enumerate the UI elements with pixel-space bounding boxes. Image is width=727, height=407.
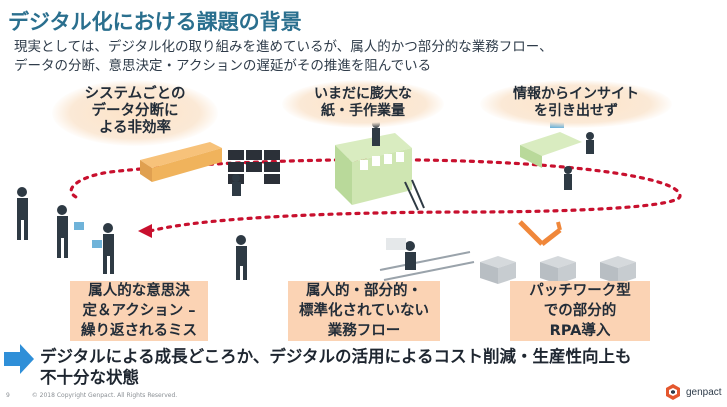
box-individual-decisions-line-2: 定＆アクション – xyxy=(82,303,196,319)
subtitle-line-2: データの分断、意思決定・アクションの遅延がその推進を阻んでいる xyxy=(14,58,432,74)
box-patchwork-rpa: パッチワーク型 での部分的 RPA導入 xyxy=(510,281,650,341)
box-patchwork-rpa-line-2: での部分的 xyxy=(543,303,617,319)
copyright-text: © 2018 Copyright Genpact. All Rights Res… xyxy=(31,392,178,399)
people-left-illustration xyxy=(17,187,247,280)
conclusion-line-2: 不十分な状態 xyxy=(40,368,139,387)
page-number: 9 xyxy=(6,392,10,399)
footer: 9 © 2018 Copyright Genpact. All Rights R… xyxy=(6,392,177,399)
box-partial-workflow-line-2: 標準化されていない xyxy=(298,303,430,319)
rail-worker-illustration xyxy=(379,238,475,281)
box-individual-decisions-line-3: 繰り返されるミス xyxy=(81,323,197,339)
bubble-paper-work: いまだに膨大な 紙・手作業量 xyxy=(282,80,444,128)
subtitle-line-1: 現実としては、デジタル化の取り組みを進めているが、属人的かつ部分的な業務フロー、 xyxy=(14,39,553,55)
slide-title: デジタル化における課題の背景 xyxy=(8,10,302,34)
insight-desk-illustration xyxy=(520,118,594,190)
genpact-logo-icon xyxy=(666,384,680,400)
bubble-insight: 情報からインサイト を引き出せず xyxy=(480,80,672,128)
bubble-data-silos: システムごとの データ分断に よる非効率 xyxy=(52,80,218,146)
bubble-data-silos-line-1: システムごとの xyxy=(84,86,186,102)
bubble-insight-line-1: 情報からインサイト xyxy=(513,86,639,102)
genpact-logo: genpact xyxy=(664,383,722,401)
monitor-wall-illustration xyxy=(228,150,280,196)
conclusion-text: デジタルによる成長どころか、デジタルの活用によるコスト削減・生産性向上も 不十分… xyxy=(40,346,632,388)
conclusion-line-1: デジタルによる成長どころか、デジタルの活用によるコスト削減・生産性向上も xyxy=(40,347,632,366)
box-patchwork-rpa-line-3: RPA導入 xyxy=(549,323,611,339)
bubble-paper-work-line-2: 紙・手作業量 xyxy=(321,103,405,119)
box-partial-workflow-line-3: 業務フロー xyxy=(327,323,401,339)
box-partial-workflow: 属人的・部分的・ 標準化されていない 業務フロー xyxy=(288,281,440,341)
bubble-data-silos-line-2: データ分断に xyxy=(91,103,179,119)
process-path xyxy=(69,158,682,233)
bubble-insight-line-2: を引き出せず xyxy=(534,103,618,119)
path-arrowhead xyxy=(138,224,152,238)
slide-subtitle: 現実としては、デジタル化の取り組みを進めているが、属人的かつ部分的な業務フロー、… xyxy=(14,38,553,76)
paper-board-illustration xyxy=(335,120,425,211)
box-patchwork-rpa-line-1: パッチワーク型 xyxy=(529,283,631,299)
box-individual-decisions: 属人的な意思決 定＆アクション – 繰り返されるミス xyxy=(70,281,208,341)
bubble-data-silos-line-3: よる非効率 xyxy=(98,120,172,136)
genpact-logo-text: genpact xyxy=(686,386,722,398)
box-individual-decisions-line-1: 属人的な意思決 xyxy=(88,283,190,299)
box-partial-workflow-line-1: 属人的・部分的・ xyxy=(306,283,422,299)
rpa-boxes-illustration xyxy=(480,220,636,284)
conclusion-arrow xyxy=(4,344,34,374)
wood-block-illustration xyxy=(140,142,222,182)
bubble-paper-work-line-1: いまだに膨大な xyxy=(314,86,412,102)
